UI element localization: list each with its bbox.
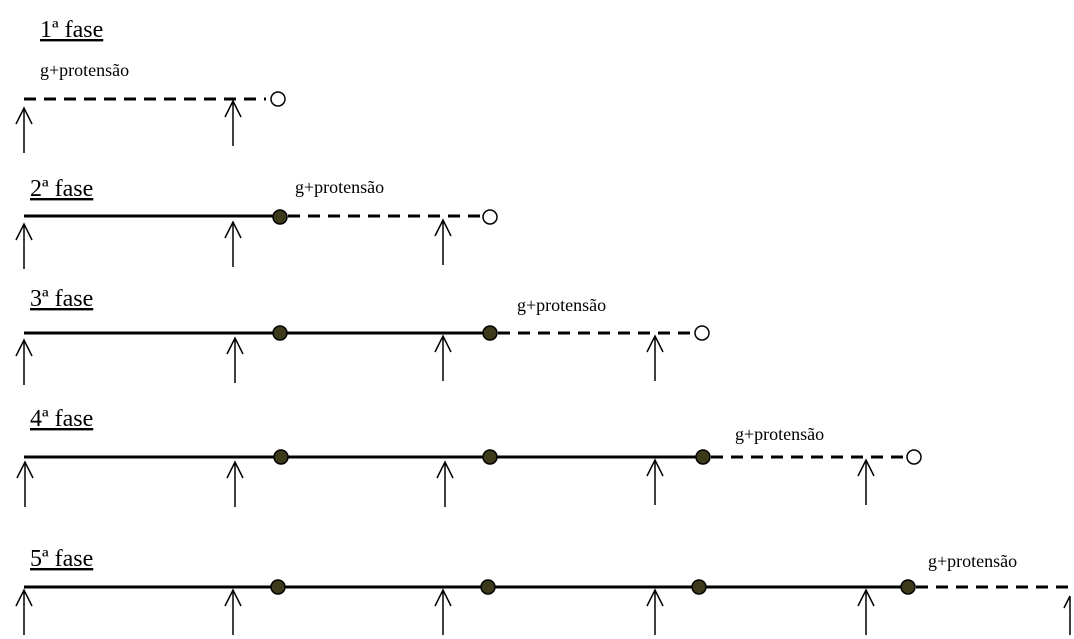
phase-3: 3ª fase g+protensão	[15, 286, 710, 385]
phase-5-load-label: g+protensão	[928, 551, 1017, 571]
phase-2: 2ª fase g+protensão	[15, 176, 498, 269]
phase-4-construction-joint-3	[695, 449, 711, 465]
support-arrow	[646, 588, 664, 635]
support-arrow	[436, 460, 454, 507]
phase-5: 5ª fase g+protensão	[15, 546, 1074, 635]
phase-2-load-label: g+protensão	[295, 177, 384, 197]
support-arrow	[646, 458, 664, 505]
support-arrow	[434, 218, 452, 265]
support-arrow	[226, 460, 244, 507]
phase-1: 1ª fase g+protensão	[15, 17, 286, 153]
phase-4-free-end-joint	[906, 449, 922, 465]
support-arrow	[224, 99, 242, 146]
support-arrow	[224, 220, 242, 267]
support-arrow	[857, 458, 875, 505]
phase-4-load-label: g+protensão	[735, 424, 824, 444]
phase-2-title: 2ª fase	[30, 176, 93, 202]
support-arrow	[15, 106, 33, 153]
phase-3-construction-joint-2	[482, 325, 498, 341]
phase-2-construction-joint	[272, 209, 288, 225]
support-arrow	[434, 588, 452, 635]
support-arrow	[434, 334, 452, 381]
phase-2-free-end-joint	[482, 209, 498, 225]
support-arrow	[646, 334, 664, 381]
phase-3-title: 3ª fase	[30, 286, 93, 312]
support-arrow	[1063, 595, 1071, 635]
support-arrow	[224, 588, 242, 635]
support-arrow	[15, 588, 33, 635]
support-arrow	[15, 222, 33, 269]
phase-4-construction-joint-1	[273, 449, 289, 465]
phase-5-construction-joint-3	[691, 579, 707, 595]
phase-1-free-end-joint	[270, 91, 286, 107]
phase-5-construction-joint-2	[480, 579, 496, 595]
phase-4: 4ª fase g+protensão	[16, 406, 922, 507]
support-arrow	[16, 460, 34, 507]
phase-3-load-label: g+protensão	[517, 295, 606, 315]
phase-1-load-label: g+protensão	[40, 60, 129, 80]
phase-5-construction-joint-4	[900, 579, 916, 595]
phase-3-construction-joint-1	[272, 325, 288, 341]
phase-3-free-end-joint	[694, 325, 710, 341]
support-arrow	[15, 338, 33, 385]
support-arrow	[857, 588, 875, 635]
phase-4-construction-joint-2	[482, 449, 498, 465]
phase-5-construction-joint-1	[270, 579, 286, 595]
phase-5-title: 5ª fase	[30, 546, 93, 572]
phase-1-title: 1ª fase	[40, 17, 103, 43]
support-arrow	[226, 336, 244, 383]
phase-4-title: 4ª fase	[30, 406, 93, 432]
